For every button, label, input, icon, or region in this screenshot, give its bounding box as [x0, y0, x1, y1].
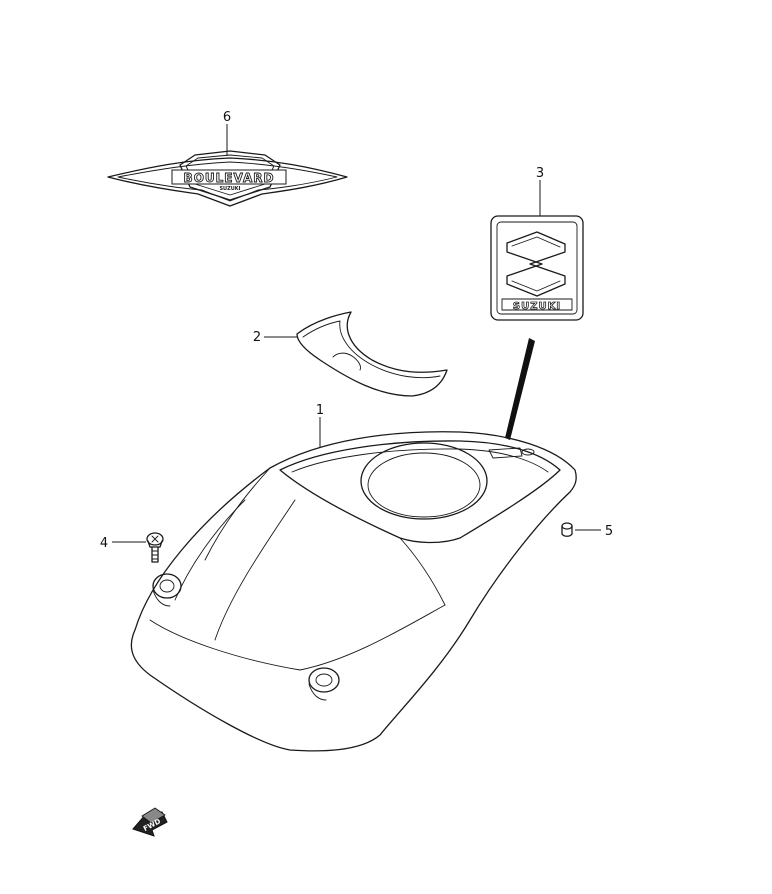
boulevard-emblem[interactable]: BOULEVARD SUZUKI [107, 150, 348, 207]
callout-2: 2 [253, 330, 297, 345]
center-pad[interactable] [296, 311, 448, 397]
callout-1-label: 1 [316, 403, 324, 418]
screw[interactable] [146, 532, 164, 563]
callout-1: 1 [316, 403, 324, 447]
suzuki-wordmark: SUZUKI [513, 301, 561, 312]
callout-5-label: 5 [605, 524, 613, 539]
suzuki-emblem[interactable]: SUZUKI [490, 215, 584, 321]
callout-4-label: 4 [100, 536, 108, 551]
callout-2-label: 2 [253, 330, 261, 345]
callout-5: 5 [575, 524, 613, 539]
boulevard-wordmark: BOULEVARD [184, 171, 275, 185]
callout-6: 6 [223, 110, 231, 156]
callout-3: 3 [536, 166, 544, 216]
callout-3-label: 3 [536, 166, 544, 181]
grommet[interactable] [561, 522, 573, 537]
boulevard-sub-wordmark: SUZUKI [219, 186, 240, 192]
callout-4: 4 [100, 536, 146, 551]
callout-6-label: 6 [223, 110, 231, 125]
emblem-placement-pointer [505, 338, 535, 440]
forward-arrow-icon: FWD [132, 807, 168, 837]
tank-cover[interactable] [130, 431, 577, 752]
